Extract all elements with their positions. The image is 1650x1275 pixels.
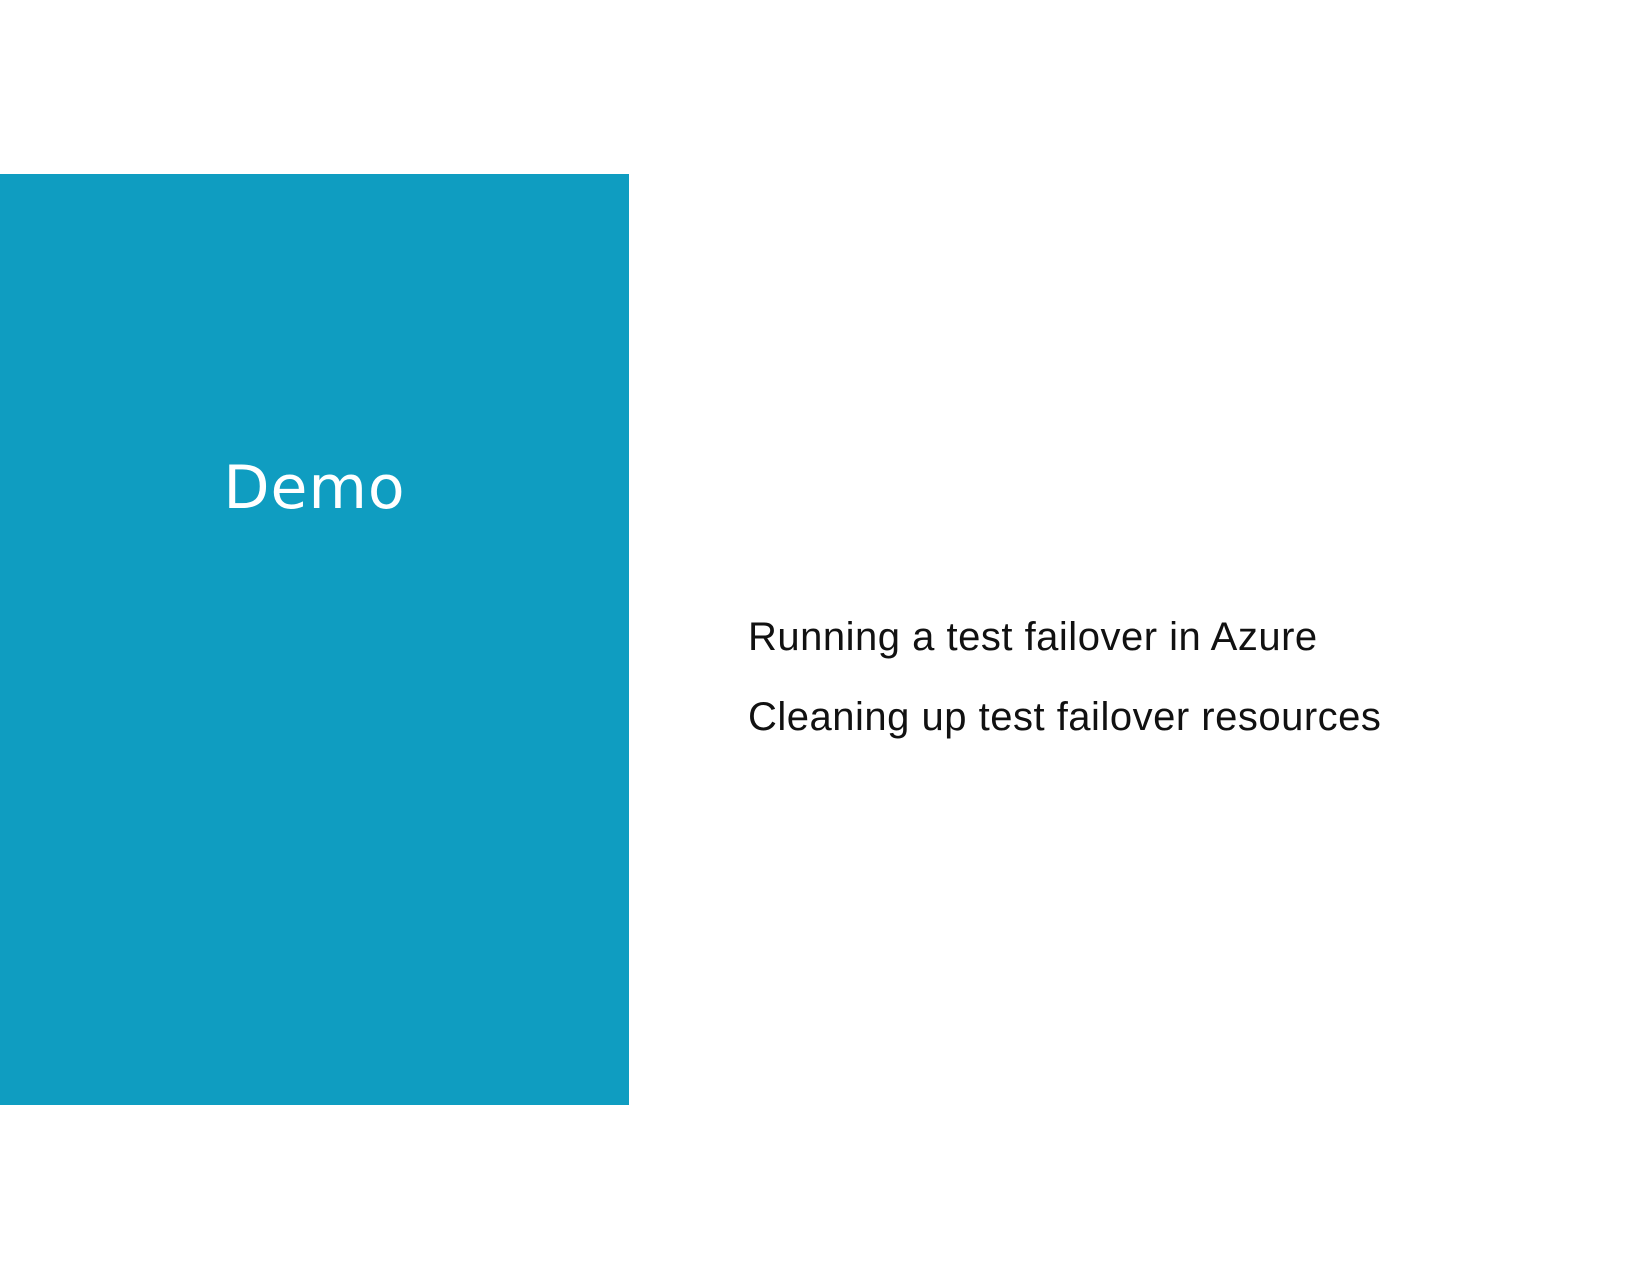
agenda-item: Running a test failover in Azure	[748, 615, 1318, 659]
demo-panel	[0, 174, 629, 1105]
agenda-item: Cleaning up test failover resources	[748, 695, 1382, 739]
slide-title: Demo	[223, 453, 406, 523]
